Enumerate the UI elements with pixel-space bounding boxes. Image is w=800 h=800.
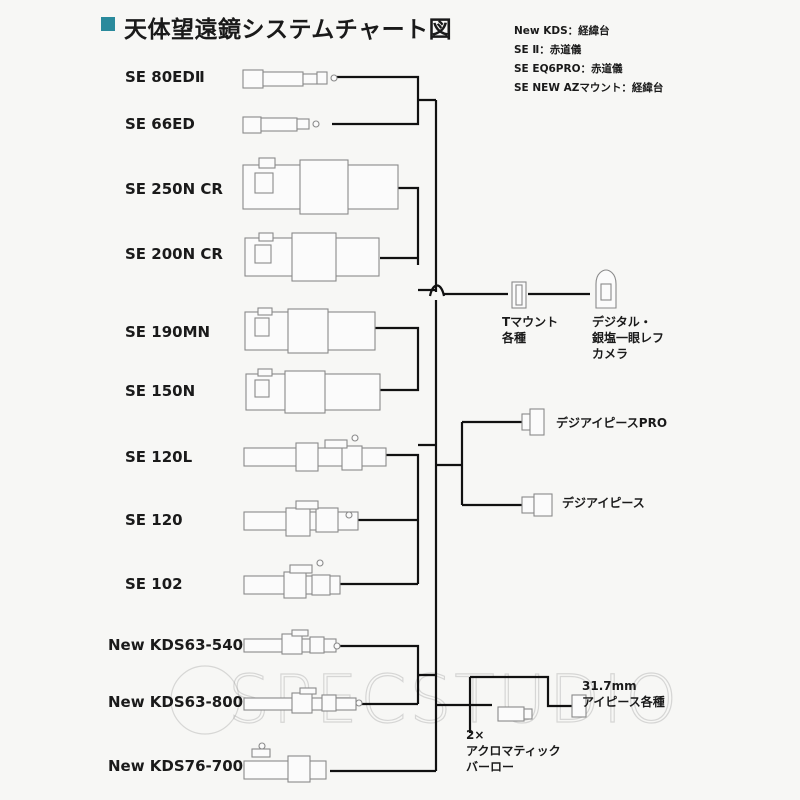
- model-label-se-250n-cr: SE 250N CR: [125, 180, 223, 198]
- scope-se-80ed2: [242, 69, 338, 89]
- model-label-se-190mn: SE 190MN: [125, 323, 211, 341]
- scope-new-kds63-540: [243, 629, 341, 655]
- model-label-se-200n-cr: SE 200N CR: [125, 245, 223, 263]
- model-label-se-120: SE 120: [125, 511, 183, 529]
- scope-new-kds76-700: [243, 742, 327, 783]
- model-label-new-kds63-540: New KDS63-540: [108, 636, 244, 654]
- scope-new-kds63-800: [243, 687, 363, 714]
- model-label-new-kds76-700: New KDS76-700: [108, 757, 244, 775]
- page-title: 天体望遠鏡システムチャート図: [124, 17, 453, 43]
- camera-label: デジタル・ 銀塩一眼レフ カメラ: [592, 314, 664, 362]
- model-label-se-102: SE 102: [125, 575, 183, 593]
- camera-label-line-2: 銀塩一眼レフ: [592, 331, 665, 345]
- t-mount-icon: [511, 281, 527, 309]
- scope-se-102: [243, 559, 341, 599]
- eyepiece-icon: [571, 694, 587, 718]
- camera-icon: [595, 269, 617, 309]
- scope-se-150n: [245, 368, 381, 414]
- model-label-se-66ed: SE 66ED: [125, 115, 195, 133]
- model-label-se-120l: SE 120L: [125, 448, 193, 466]
- title-marker: [101, 17, 115, 31]
- camera-label-line-3: カメラ: [592, 347, 629, 361]
- legend-line-eq6pro: SE EQ6PRO：赤道儀: [514, 63, 623, 75]
- scope-se-190mn: [244, 307, 376, 354]
- t-mount-label-line-1: Tマウント: [502, 315, 559, 329]
- legend-line-new-az: SE NEW AZマウント：経緯台: [514, 82, 664, 94]
- eyepiece-label: 31.7mm アイピース各種: [582, 678, 665, 710]
- scope-se-120l: [243, 434, 387, 472]
- barlow-icon: [497, 706, 533, 722]
- legend-line-se2: SE Ⅱ：赤道儀: [514, 44, 582, 56]
- scope-se-66ed: [242, 116, 320, 134]
- legend-line-new-kds: New KDS：経緯台: [514, 25, 610, 37]
- digi-eyepiece-label: デジアイピース: [562, 496, 645, 510]
- scope-se-200n-cr: [244, 232, 380, 282]
- scope-se-120: [243, 500, 359, 537]
- connection-lines: [330, 75, 590, 773]
- model-label-se-150n: SE 150N: [125, 382, 196, 400]
- barlow-label-line-3: バーロー: [466, 760, 515, 774]
- model-label-new-kds63-800: New KDS63-800: [108, 693, 244, 711]
- barlow-label-line-1: 2×: [466, 728, 485, 742]
- model-label-se-80ed2: SE 80EDⅡ: [125, 68, 205, 86]
- digi-eyepiece-pro-label: デジアイピースPRO: [556, 416, 668, 430]
- barlow-label: 2× アクロマティック バーロー: [466, 727, 561, 775]
- barlow-label-line-2: アクロマティック: [466, 744, 561, 758]
- eyepiece-label-line-1: 31.7mm: [582, 679, 637, 693]
- camera-label-line-1: デジタル・: [592, 315, 652, 329]
- scope-se-250n-cr: [242, 157, 399, 215]
- digi-eyepiece-pro-icon: [521, 408, 545, 436]
- digi-eyepiece-icon: [521, 493, 553, 517]
- t-mount-label-line-2: 各種: [502, 331, 527, 345]
- t-mount-label: Tマウント 各種: [502, 314, 558, 346]
- eyepiece-label-line-2: アイピース各種: [582, 695, 665, 709]
